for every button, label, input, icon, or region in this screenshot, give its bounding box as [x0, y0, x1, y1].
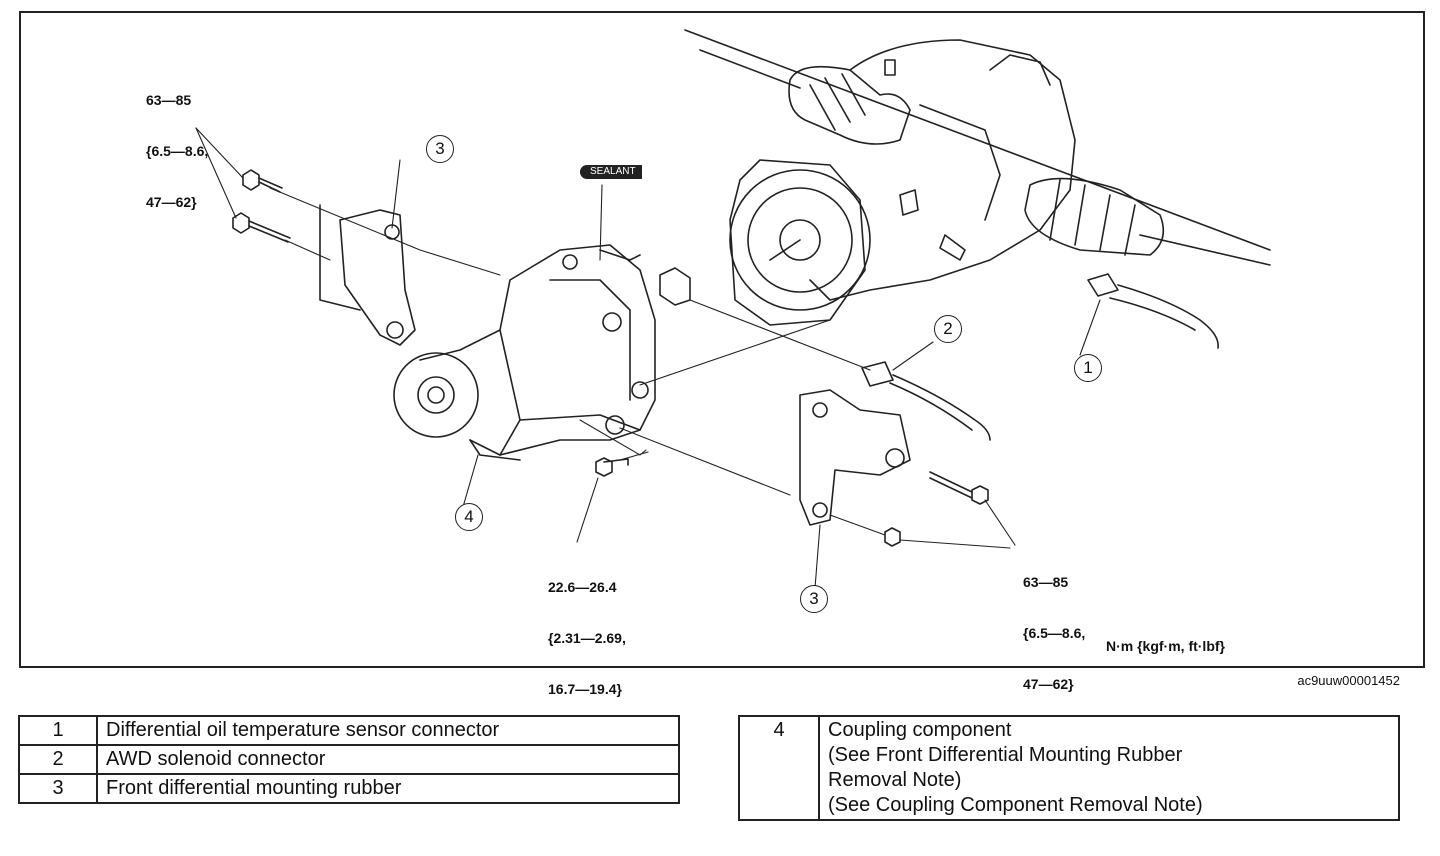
callout-4: 4	[455, 503, 483, 531]
torque-line: {2.31—2.69,	[548, 630, 626, 646]
image-id: ac9uuw00001452	[1297, 673, 1400, 688]
transfer-case	[684, 29, 1271, 349]
mounting-rubber-upper	[319, 204, 416, 346]
torque-line: {6.5—8.6,	[1023, 625, 1086, 641]
sealant-tag: SEALANT	[580, 165, 642, 179]
legend-row: 2 AWD solenoid connector	[18, 744, 680, 775]
front-differential	[393, 244, 691, 461]
legend-row: 3 Front differential mounting rubber	[18, 773, 680, 804]
legend-row: 4 Coupling component (See Front Differen…	[738, 715, 1400, 821]
awd-solenoid-connector-shape	[861, 361, 991, 441]
torque-label-bottom-center: 22.6—26.4 {2.31—2.69, 16.7—19.4}	[548, 545, 626, 715]
torque-label-upper-left: 63—85 {6.5—8.6, 47—62}	[146, 58, 208, 228]
legend-description: Coupling component (See Front Differenti…	[818, 715, 1400, 821]
legend-number: 1	[18, 715, 98, 746]
bolts	[232, 169, 989, 547]
torque-line: 63—85	[146, 92, 192, 108]
torque-line: 47—62}	[146, 194, 197, 210]
callout-1: 1	[1074, 354, 1102, 382]
legend-description-line: Removal Note)	[828, 769, 962, 791]
torque-line: 47—62}	[1023, 676, 1074, 692]
legend-description: AWD solenoid connector	[96, 744, 680, 775]
legend-description: Differential oil temperature sensor conn…	[96, 715, 680, 746]
legend-description-line: Coupling component	[828, 719, 1012, 741]
units-label: N·m {kgf·m, ft·lbf}	[1106, 638, 1225, 654]
leader-lines	[195, 127, 1101, 589]
torque-line: 22.6—26.4	[548, 579, 617, 595]
torque-line: 63—85	[1023, 574, 1069, 590]
callout-3-lower: 3	[800, 585, 828, 613]
callout-3-upper: 3	[426, 135, 454, 163]
torque-line: 16.7—19.4}	[548, 681, 622, 697]
legend-description-line: (See Front Differential Mounting Rubber	[828, 744, 1183, 766]
torque-line: {6.5—8.6,	[146, 143, 209, 159]
legend-description: Front differential mounting rubber	[96, 773, 680, 804]
legend-description-line: (See Coupling Component Removal Note)	[828, 794, 1203, 816]
legend-number: 3	[18, 773, 98, 804]
legend-table-left: 1 Differential oil temperature sensor co…	[18, 715, 680, 804]
legend-row: 1 Differential oil temperature sensor co…	[18, 715, 680, 746]
legend-number: 2	[18, 744, 98, 775]
torque-label-bottom-right: 63—85 {6.5—8.6, 47—62}	[1023, 540, 1085, 710]
legend-table-right: 4 Coupling component (See Front Differen…	[738, 715, 1400, 821]
figure-frame	[19, 11, 1425, 668]
callout-2: 2	[934, 315, 962, 343]
mounting-rubber-lower	[799, 389, 911, 526]
legend-number: 4	[738, 715, 820, 821]
